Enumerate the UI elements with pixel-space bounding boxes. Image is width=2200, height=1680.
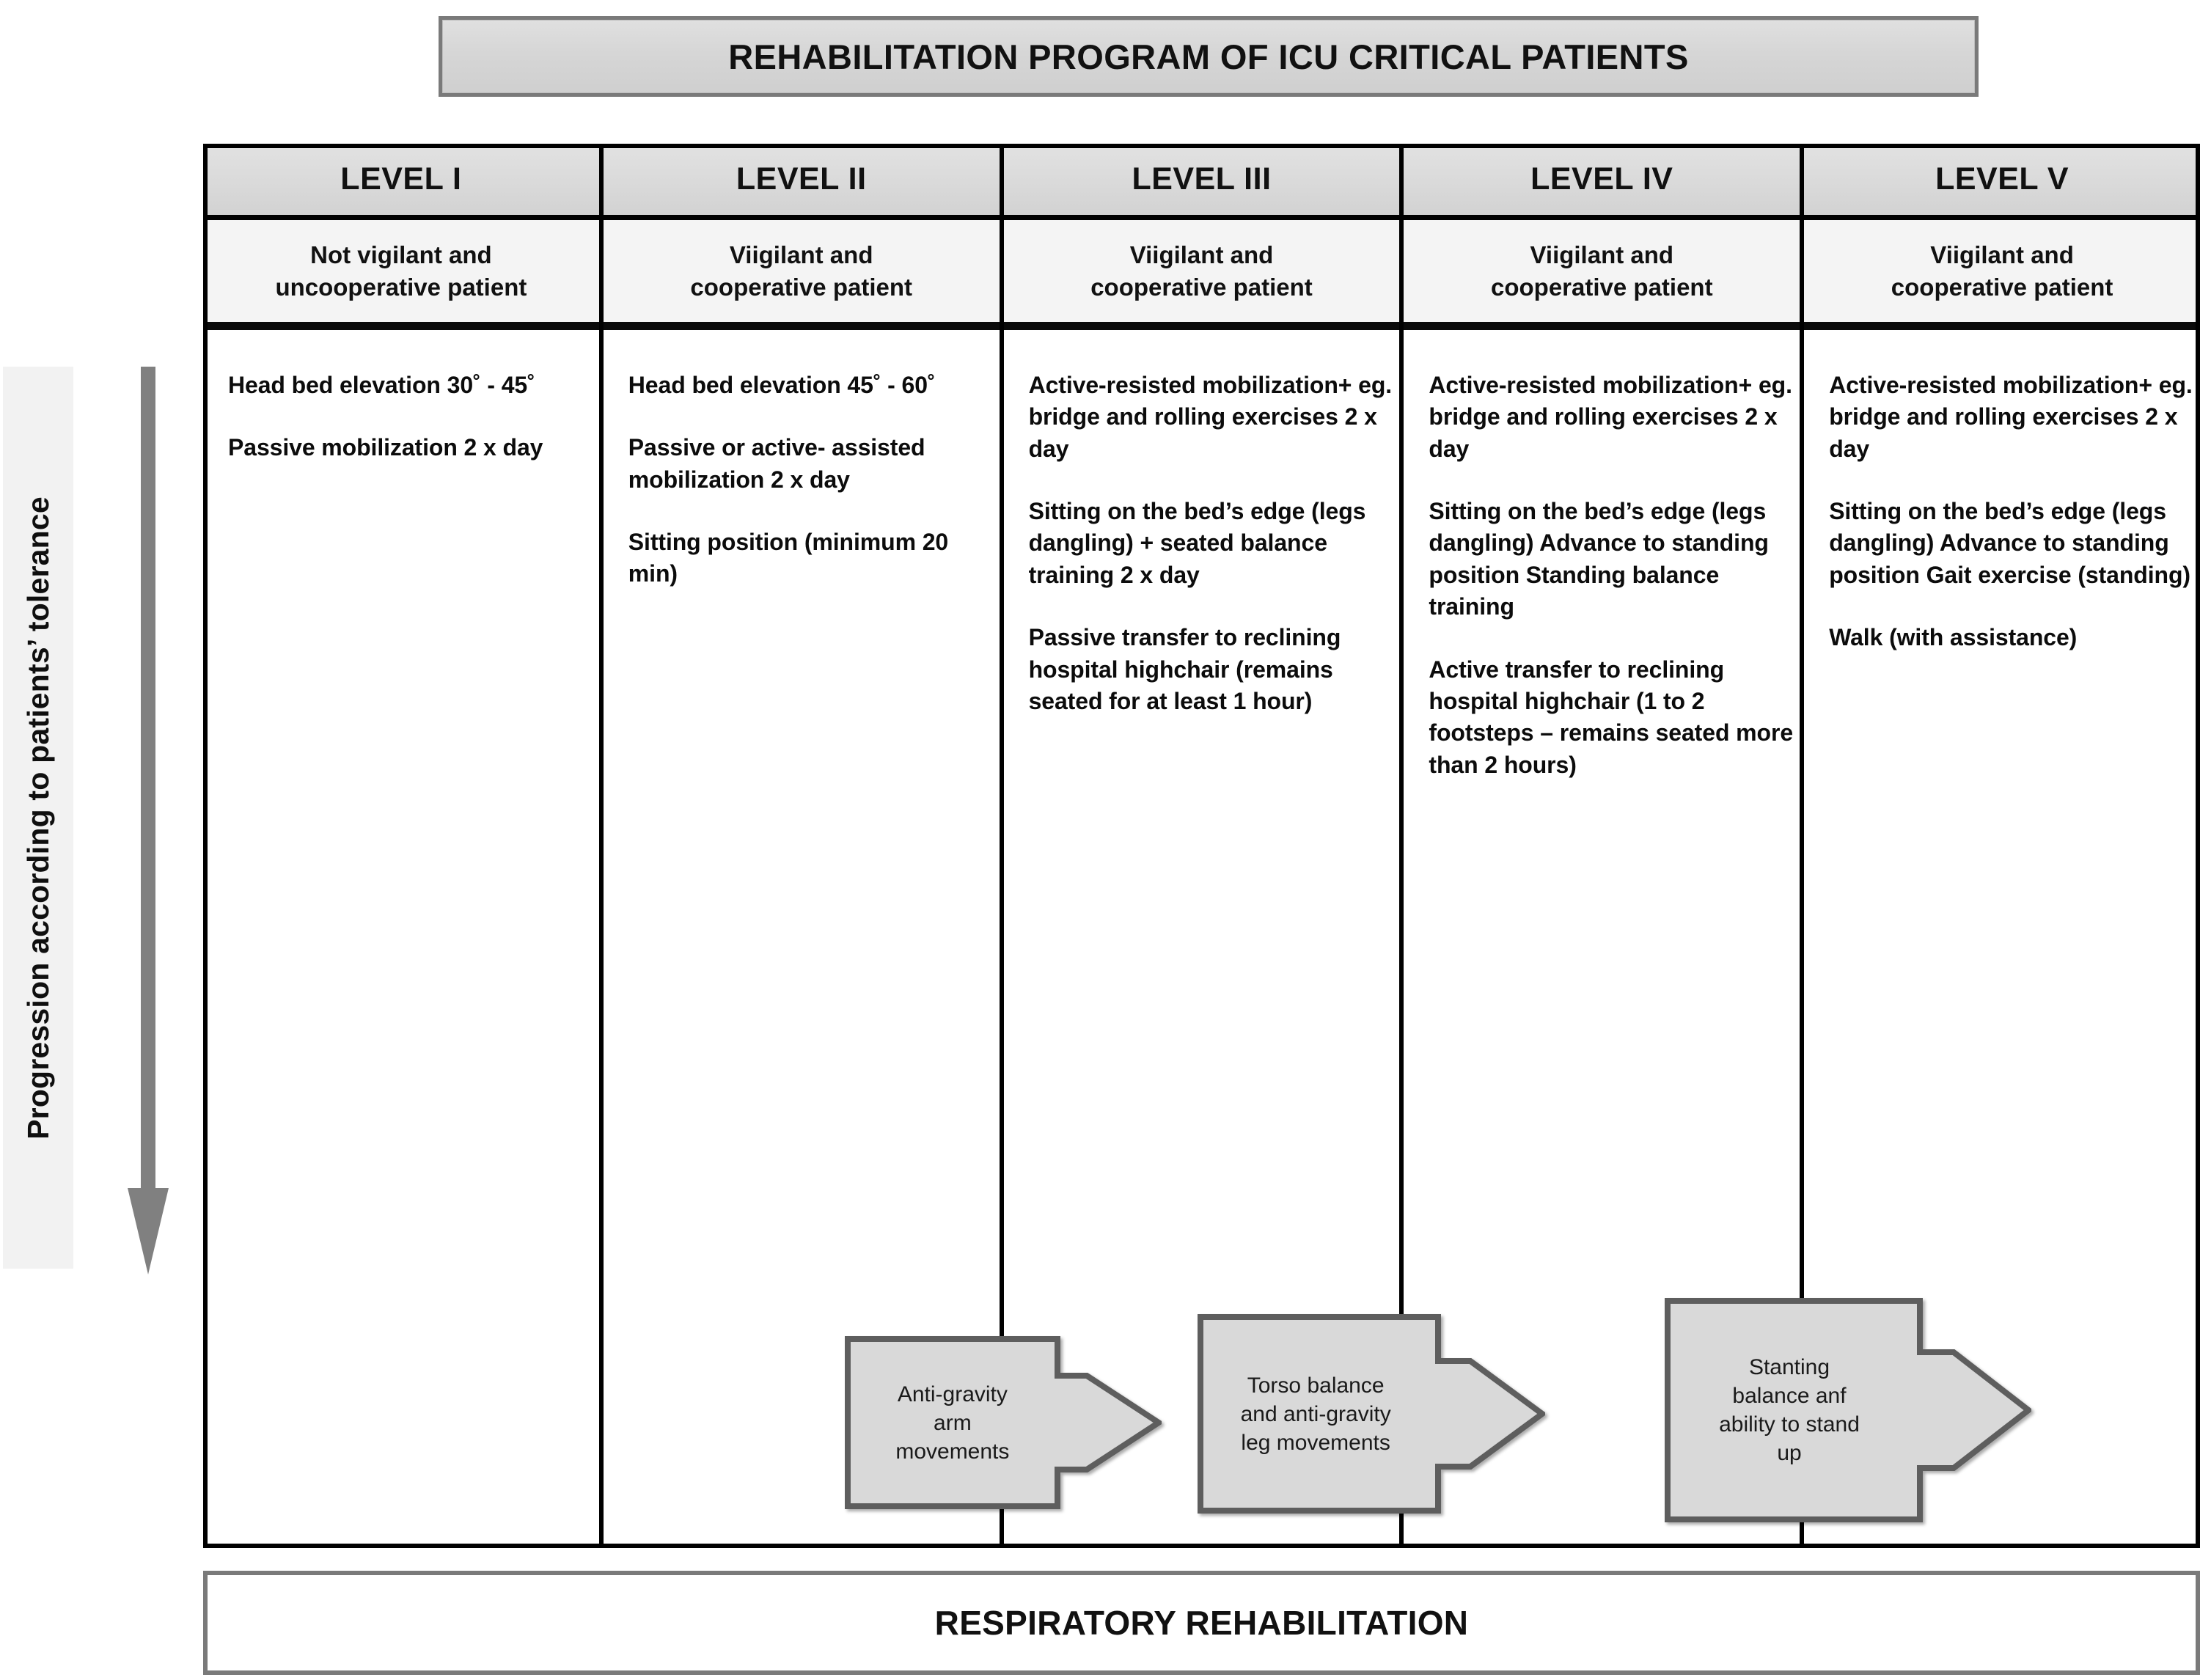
- content-text: Active-resisted mobilization+ eg. bridge…: [1829, 372, 2193, 462]
- progression-label-strip: Progression according to patients’ toler…: [3, 367, 73, 1269]
- content-block: Passive or active- assisted mobilization…: [628, 432, 1000, 496]
- footer-title: RESPIRATORY REHABILITATION: [934, 1604, 1469, 1642]
- content-block: Sitting position (minimum 20 min): [628, 527, 1000, 590]
- level-header-5: LEVEL V: [1804, 144, 2200, 220]
- grid-outer-border: [203, 144, 2200, 1548]
- level-header-4: LEVEL IV: [1404, 144, 1800, 220]
- level-patient-2: Viigilant and cooperative patient: [603, 220, 1000, 330]
- level-title-1: LEVEL I: [340, 161, 462, 197]
- progression-down-arrow-icon: [126, 367, 170, 1276]
- level-title-4: LEVEL IV: [1530, 161, 1673, 197]
- level-patient-text-2: Viigilant and cooperative patient: [690, 241, 912, 301]
- level-patient-text-4: Viigilant and cooperative patient: [1491, 241, 1713, 301]
- level-header-2: LEVEL II: [603, 144, 1000, 220]
- level-column-1: LEVEL I Not vigilant and uncooperative p…: [203, 144, 604, 1548]
- content-block: Passive mobilization 2 x day: [228, 432, 599, 463]
- content-text: Passive transfer to reclining hospital h…: [1028, 624, 1341, 714]
- callout-arrow-2: Torso balance and anti-gravity leg movem…: [1198, 1313, 1545, 1515]
- content-block: Sitting on the bed’s edge (legs dangling…: [1429, 496, 1800, 623]
- content-block: Head bed elevation 45˚ - 60˚: [628, 370, 1000, 401]
- level-patient-text-5: Viigilant and cooperative patient: [1891, 241, 2113, 301]
- levels-columns: LEVEL I Not vigilant and uncooperative p…: [203, 144, 2200, 1548]
- level-header-3: LEVEL III: [1003, 144, 1400, 220]
- content-text: Head bed elevation 30˚ - 45˚: [228, 372, 535, 398]
- level-patient-3: Viigilant and cooperative patient: [1003, 220, 1400, 330]
- level-header-1: LEVEL I: [203, 144, 599, 220]
- level-patient-5: Viigilant and cooperative patient: [1804, 220, 2200, 330]
- content-text: Head bed elevation 45˚ - 60˚: [628, 372, 936, 398]
- title-banner: REHABILITATION PROGRAM OF ICU CRITICAL P…: [439, 16, 1979, 97]
- content-block: Head bed elevation 30˚ - 45˚: [228, 370, 599, 401]
- level-title-5: LEVEL V: [1935, 161, 2069, 197]
- content-block: Passive transfer to reclining hospital h…: [1029, 622, 1400, 717]
- content-block: Active-resisted mobilization+ eg. bridge…: [1829, 370, 2200, 465]
- grid-right-border: [2196, 144, 2200, 1548]
- page-title: REHABILITATION PROGRAM OF ICU CRITICAL P…: [728, 37, 1689, 76]
- callout-arrow-1: Anti-gravity arm movements: [845, 1335, 1162, 1511]
- content-block: Sitting on the bed’s edge (legs dangling…: [1029, 496, 1400, 591]
- content-block: Active-resisted mobilization+ eg. bridge…: [1029, 370, 1400, 465]
- levels-grid: LEVEL I Not vigilant and uncooperative p…: [203, 144, 2200, 1548]
- content-text: Sitting position (minimum 20 min): [628, 529, 949, 587]
- content-text: Active-resisted mobilization+ eg. bridge…: [1028, 372, 1393, 462]
- content-block: Walk (with assistance): [1829, 622, 2200, 653]
- content-text: Active transfer to reclining hospital hi…: [1429, 656, 1794, 778]
- level-title-2: LEVEL II: [736, 161, 867, 197]
- level-body-1: Head bed elevation 30˚ - 45˚ Passive mob…: [203, 330, 599, 1548]
- footer-banner: RESPIRATORY REHABILITATION: [203, 1571, 2200, 1675]
- callout-arrow-3: Stanting balance anf ability to stand up: [1665, 1296, 2031, 1524]
- content-text: Passive mobilization 2 x day: [228, 434, 543, 461]
- content-text: Sitting on the bed’s edge (legs dangling…: [1028, 498, 1366, 588]
- progression-label: Progression according to patients’ toler…: [21, 496, 55, 1140]
- content-text: Active-resisted mobilization+ eg. bridge…: [1429, 372, 1792, 462]
- content-text: Sitting on the bed’s edge (legs dangling…: [1429, 498, 1769, 620]
- content-text: Walk (with assistance): [1829, 624, 2078, 651]
- level-patient-1: Not vigilant and uncooperative patient: [203, 220, 599, 330]
- content-block: Active-resisted mobilization+ eg. bridge…: [1429, 370, 1800, 465]
- level-title-3: LEVEL III: [1132, 161, 1272, 197]
- content-block: Active transfer to reclining hospital hi…: [1429, 654, 1800, 781]
- content-text: Sitting on the bed’s edge (legs dangling…: [1829, 498, 2190, 588]
- content-block: Sitting on the bed’s edge (legs dangling…: [1829, 496, 2200, 591]
- content-text: Passive or active- assisted mobilization…: [628, 434, 925, 493]
- level-patient-text-1: Not vigilant and uncooperative patient: [275, 241, 527, 301]
- level-patient-text-3: Viigilant and cooperative patient: [1090, 241, 1313, 301]
- level-patient-4: Viigilant and cooperative patient: [1404, 220, 1800, 330]
